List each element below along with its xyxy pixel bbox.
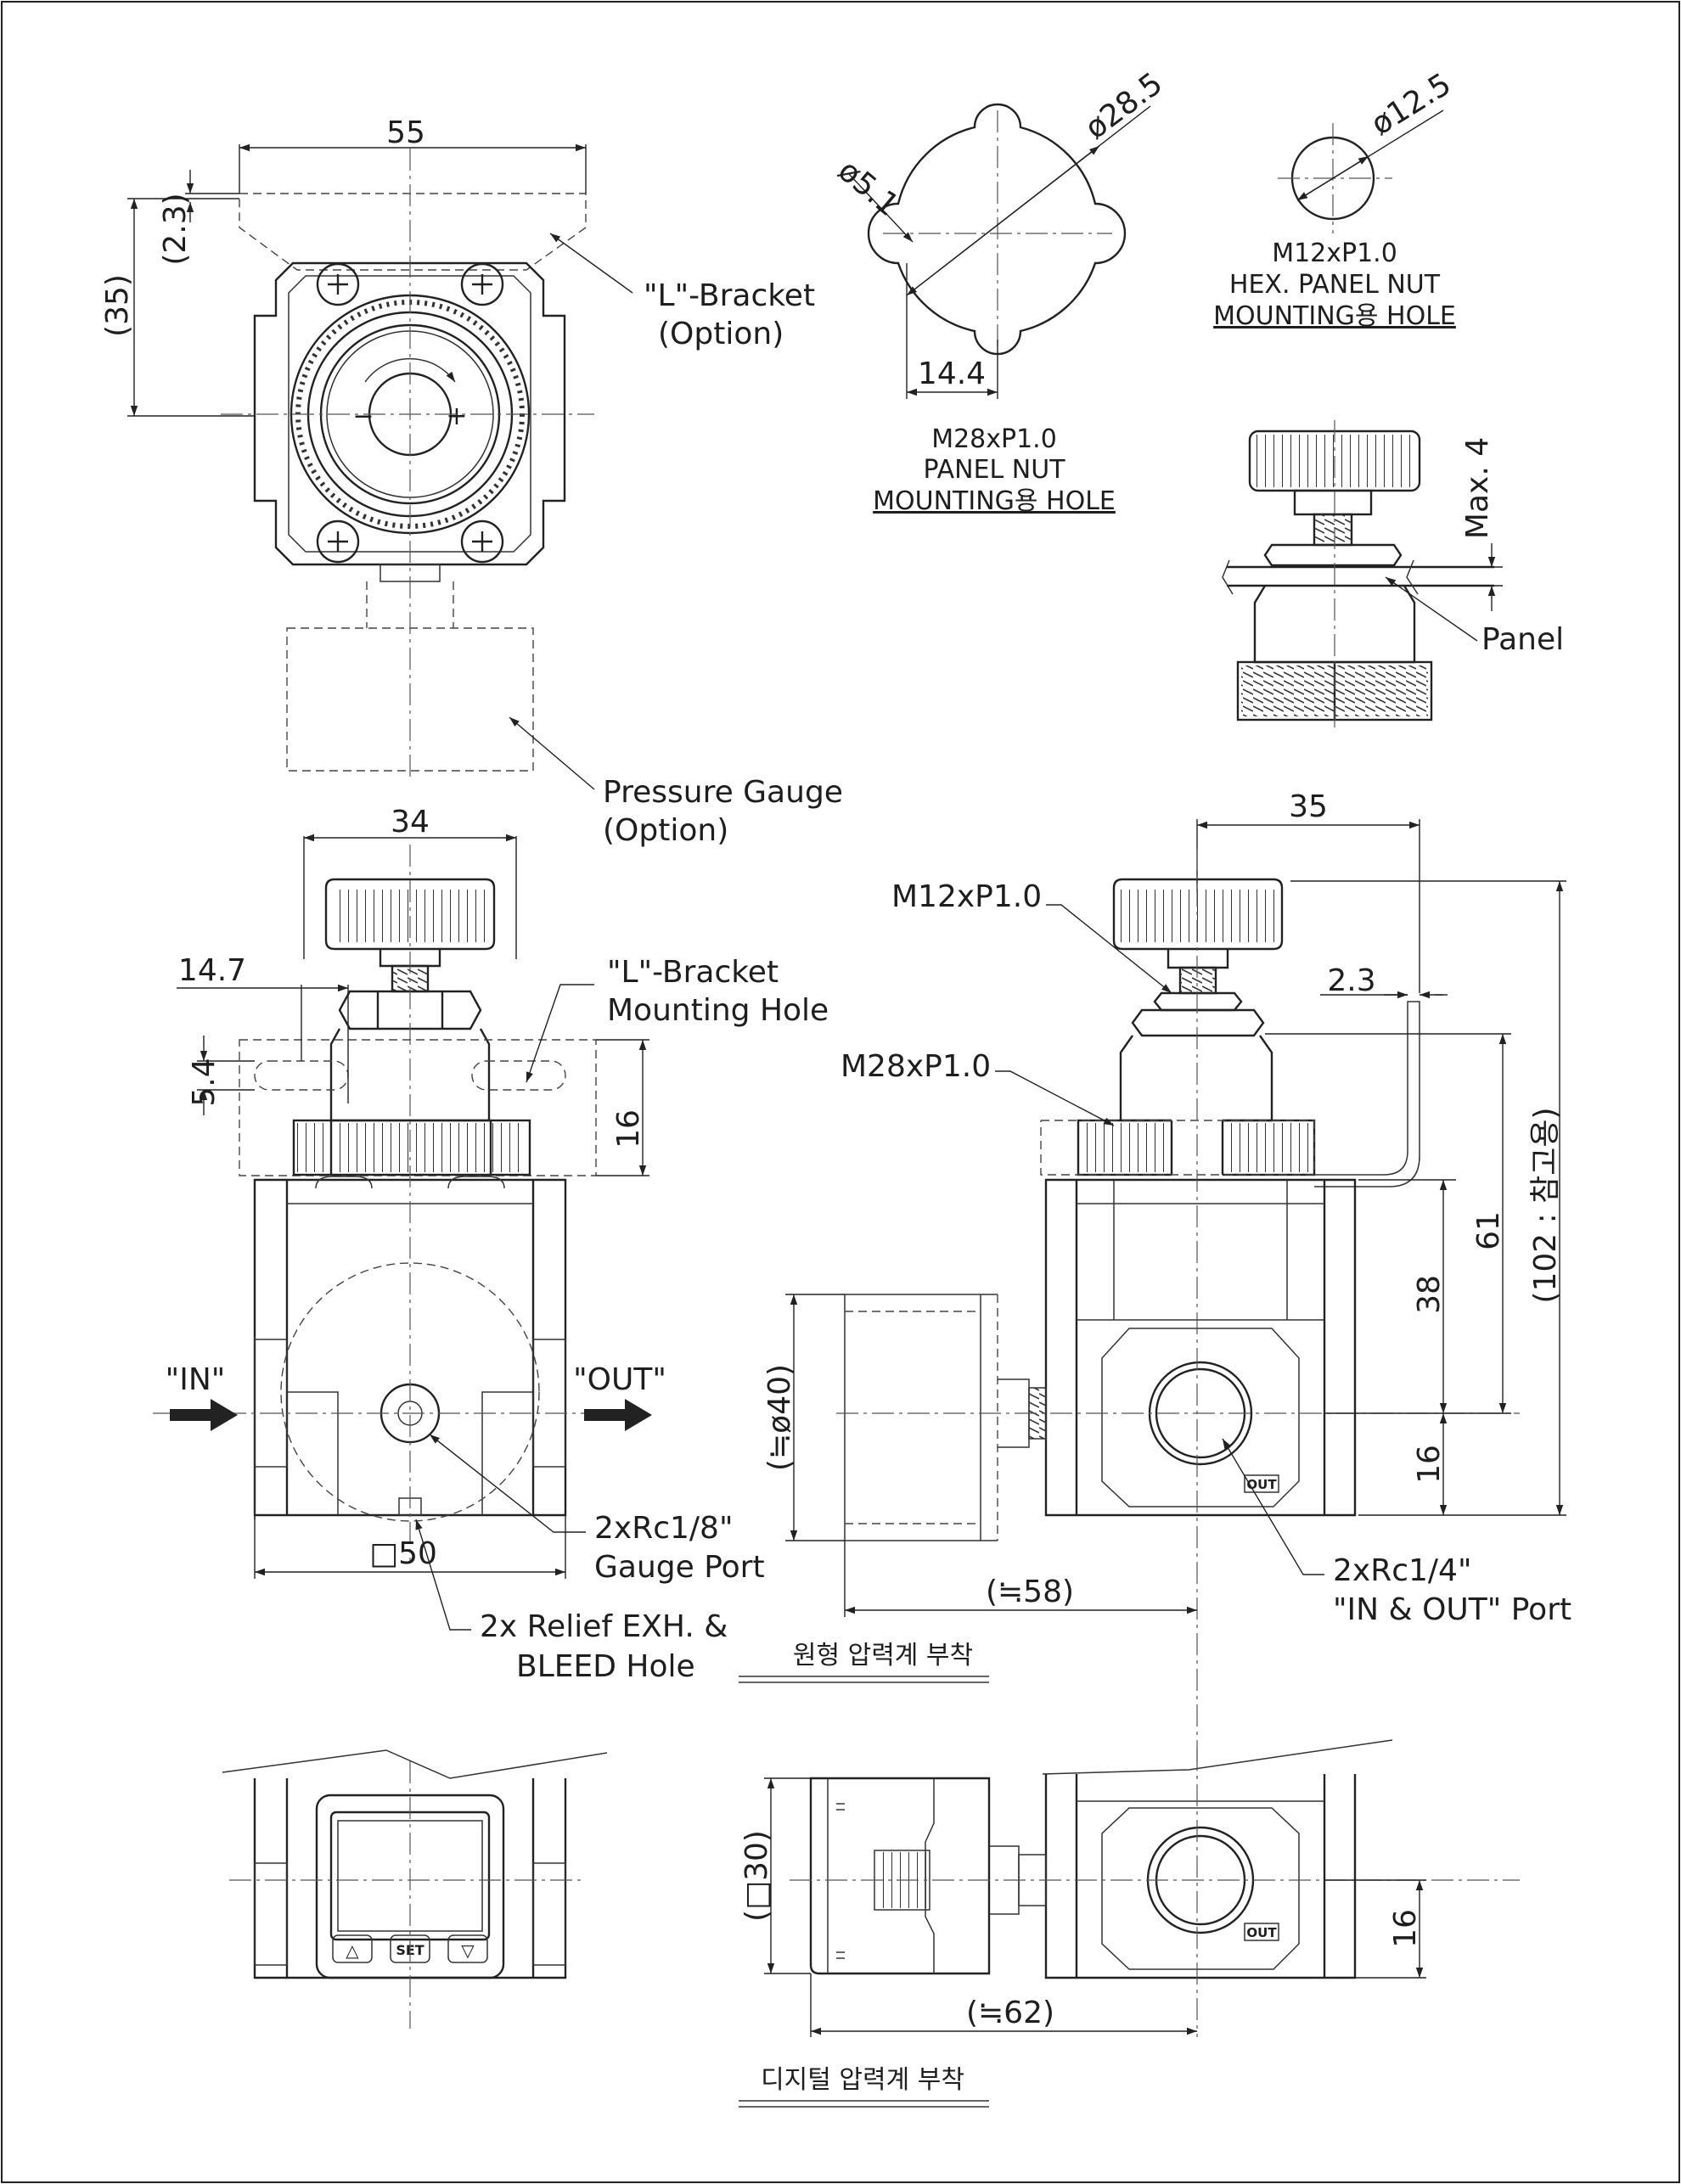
bracket-label-option: (Option) bbox=[658, 317, 784, 351]
up-button[interactable] bbox=[332, 1934, 373, 1963]
dim-max-4: Max. 4 bbox=[1460, 437, 1495, 539]
dim-square-30: (□30) bbox=[739, 1830, 774, 1922]
dim-2-3-side: 2.3 bbox=[1327, 963, 1375, 998]
dim-35: (35) bbox=[100, 274, 135, 337]
in-label: "IN" bbox=[166, 1362, 226, 1397]
dim-5-1: ø5.1 bbox=[831, 153, 905, 222]
dim-total: (102 : 참고용) bbox=[1528, 1107, 1563, 1303]
digital-gauge-front-view: △ SET ▽ bbox=[222, 1749, 608, 2029]
m28-caption-3: MOUNTING용 HOLE bbox=[873, 486, 1116, 516]
knob-plus: + bbox=[446, 401, 467, 431]
dim-55: 55 bbox=[386, 115, 425, 150]
dim-16-digital: 16 bbox=[1388, 1909, 1423, 1948]
top-view: 55 (35) (2.3) − + bbox=[100, 115, 843, 848]
dim-2-3: (2.3) bbox=[158, 193, 193, 265]
panel-label: Panel bbox=[1481, 622, 1564, 657]
port-label-2: "IN & OUT" Port bbox=[1333, 1592, 1571, 1627]
bracket-hole-label-2: Mounting Hole bbox=[607, 993, 829, 1028]
dim-5-4: 5.4 bbox=[187, 1058, 222, 1106]
down-button-label: ▽ bbox=[461, 1940, 475, 1961]
dim-gauge-len: (≒58) bbox=[986, 1575, 1074, 1609]
m28-label: M28xP1.0 bbox=[840, 1049, 991, 1084]
dim-14-4: 14.4 bbox=[918, 357, 986, 391]
gauge-label: Pressure Gauge bbox=[603, 775, 843, 810]
m12-caption-1: M12xP1.0 bbox=[1272, 239, 1397, 268]
gauge-port-label-2: Gauge Port bbox=[594, 1550, 765, 1585]
dim-35-side: 35 bbox=[1289, 789, 1328, 824]
down-button[interactable] bbox=[447, 1934, 488, 1963]
m28-hole-view: ø28.5 ø5.1 14.4 M28xP1.0 PANEL NUT MOUNT… bbox=[831, 66, 1169, 516]
m12-label: M12xP1.0 bbox=[891, 879, 1042, 914]
relief-label-2: BLEED Hole bbox=[516, 1649, 695, 1684]
knob-minus: − bbox=[352, 401, 374, 431]
digital-gauge-side-view: OUT (□30) (≒62) 16 디지털 압력계 부착 bbox=[739, 1739, 1520, 2108]
m28-caption-1: M28xP1.0 bbox=[931, 424, 1057, 454]
out-label: "OUT" bbox=[573, 1362, 666, 1397]
panel-mount-view: Max. 4 Panel bbox=[1222, 420, 1564, 730]
screw-icon bbox=[316, 262, 504, 564]
dim-28-5: ø28.5 bbox=[1079, 66, 1169, 146]
dim-gauge-dia: (≒ø40) bbox=[762, 1364, 797, 1471]
port-label: 2xRc1/4" bbox=[1333, 1553, 1472, 1588]
dim-12-5: ø12.5 bbox=[1365, 67, 1457, 143]
m28-caption-2: PANEL NUT bbox=[923, 455, 1065, 485]
dim-16-port: 16 bbox=[1412, 1445, 1447, 1484]
dim-16-bracket: 16 bbox=[611, 1109, 646, 1148]
front-view: 34 bbox=[153, 805, 829, 1684]
dim-34: 34 bbox=[391, 805, 430, 839]
round-gauge-caption: 원형 압력계 부착 bbox=[793, 1641, 973, 1670]
gauge-port-label: 2xRc1/8" bbox=[594, 1511, 734, 1546]
bracket-hole-label: "L"-Bracket bbox=[607, 955, 779, 990]
dim-38: 38 bbox=[1412, 1275, 1447, 1314]
m12-caption-2: HEX. PANEL NUT bbox=[1229, 270, 1441, 300]
dim-61: 61 bbox=[1471, 1211, 1506, 1250]
gauge-label-option: (Option) bbox=[603, 813, 728, 848]
out-mark-digital: OUT bbox=[1246, 1925, 1277, 1940]
digital-gauge-caption: 디지털 압력계 부착 bbox=[761, 2065, 964, 2095]
dim-50: □50 bbox=[369, 1536, 437, 1571]
relief-label: 2x Relief EXH. & bbox=[480, 1609, 728, 1644]
out-mark: OUT bbox=[1246, 1477, 1277, 1492]
out-arrow-icon bbox=[584, 1399, 652, 1431]
bracket-label: "L"-Bracket bbox=[644, 278, 815, 313]
dim-62: (≒62) bbox=[966, 1996, 1054, 2030]
m12-hole-view: ø12.5 M12xP1.0 HEX. PANEL NUT MOUNTING용 … bbox=[1213, 67, 1457, 331]
up-button-label: △ bbox=[346, 1940, 359, 1961]
dim-14-7: 14.7 bbox=[178, 953, 246, 988]
side-view: 35 OUT bbox=[739, 789, 1571, 1778]
in-arrow-icon bbox=[170, 1399, 238, 1431]
set-button[interactable] bbox=[390, 1934, 430, 1963]
m12-caption-3: MOUNTING용 HOLE bbox=[1213, 301, 1456, 331]
